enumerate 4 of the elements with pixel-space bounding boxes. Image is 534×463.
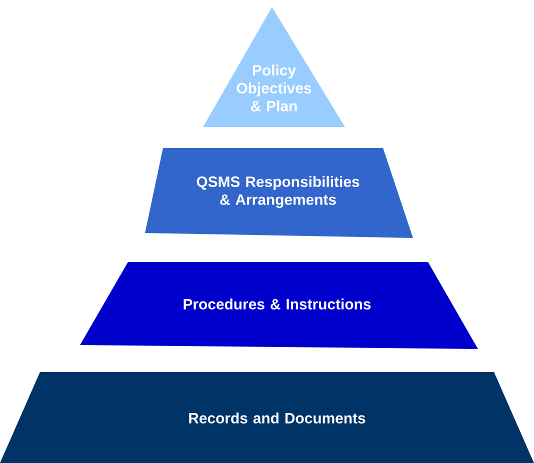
pyramid-level: Policy Objectives & Plan	[203, 7, 345, 127]
pyramid-level: Procedures & Instructions	[80, 262, 478, 349]
pyramid-level: QSMS Responsibilities & Arrangements	[145, 148, 413, 238]
pyramid-level: Records and Documents	[0, 372, 534, 463]
